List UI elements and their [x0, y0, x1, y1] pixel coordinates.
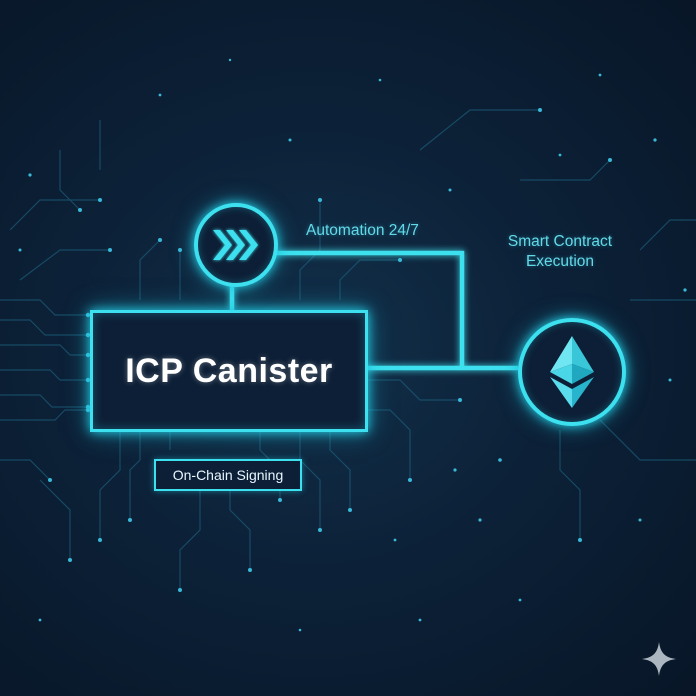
circuit-traces [0, 109, 696, 590]
on-chain-signing-badge: On-Chain Signing [154, 459, 302, 491]
sparkle-icon [642, 642, 676, 676]
ethereum-logo-icon [550, 336, 594, 408]
smart-contract-label: Smart Contract Execution [490, 232, 630, 272]
ethereum-node [518, 318, 626, 426]
automation-label: Automation 24/7 [306, 222, 419, 239]
automation-node [194, 203, 278, 287]
star-dots [18, 58, 687, 632]
connector-automation-to-junction [270, 250, 465, 366]
smart-contract-label-line1: Smart Contract [507, 233, 613, 250]
smart-contract-label-line2: Execution [525, 253, 595, 270]
canister-title: ICP Canister [125, 351, 333, 390]
icp-canister-node: ICP Canister [90, 310, 368, 432]
fast-forward-chevrons-icon [213, 230, 258, 260]
